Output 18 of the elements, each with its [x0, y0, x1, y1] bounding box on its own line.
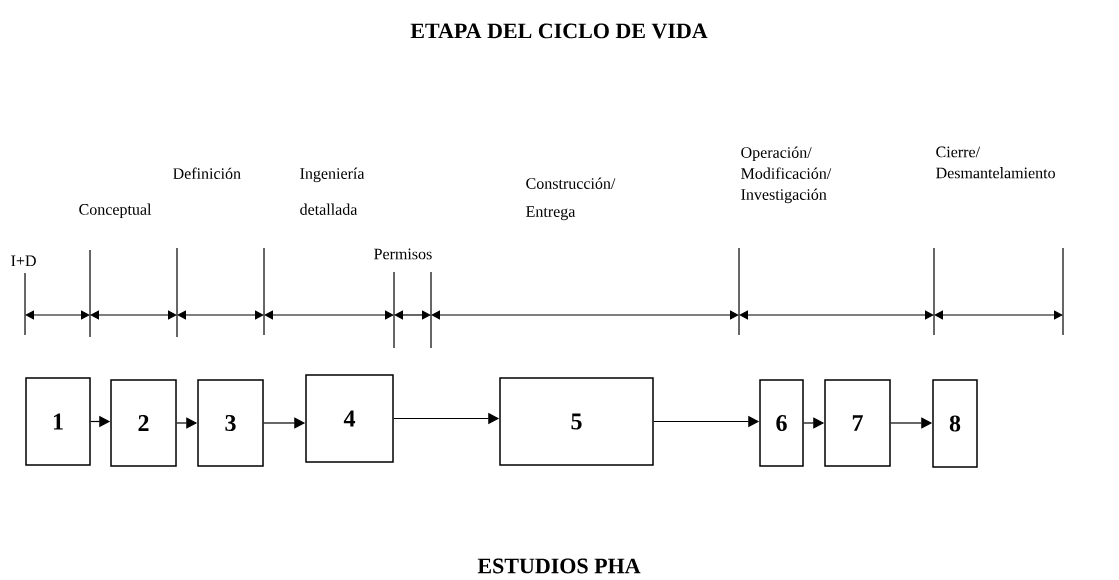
stage-box: 8 — [932, 379, 978, 468]
stage-box: 4 — [305, 374, 394, 463]
stage-box: 6 — [759, 379, 804, 467]
stage-box: 1 — [25, 377, 91, 466]
stage-box: 7 — [824, 379, 891, 467]
phase-label: Operación/ Modificación/ Investigación — [741, 146, 832, 204]
phase-label: I+D — [11, 255, 36, 267]
stage-box: 2 — [110, 379, 177, 467]
phase-label: Permisos — [374, 248, 432, 260]
phase-label: Cierre/ Desmantelamiento — [936, 146, 1055, 179]
phase-label: Definición — [173, 167, 241, 179]
stage-box: 5 — [499, 377, 654, 466]
phase-label: Ingeniería detallada — [300, 167, 365, 215]
caption: ESTUDIOS PHA — [477, 558, 641, 574]
phase-label: Conceptual — [79, 203, 152, 219]
title: ETAPA DEL CICLO DE VIDA — [410, 23, 708, 39]
stage-box: 3 — [197, 379, 264, 467]
phase-label: Construcción/ Entrega — [526, 177, 616, 221]
